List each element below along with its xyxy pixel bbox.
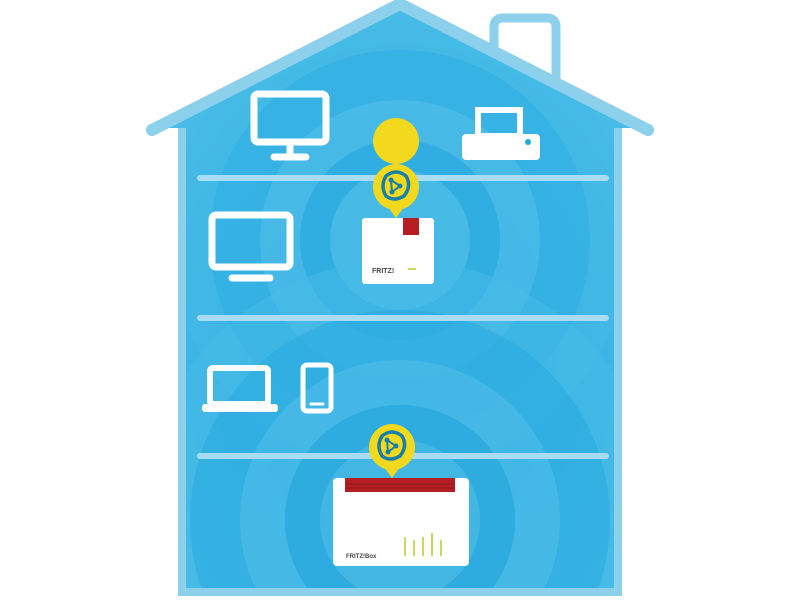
tv-icon — [208, 211, 294, 282]
laptop-icon — [202, 365, 278, 412]
repeater-brand-label: FRITZ! — [372, 268, 394, 275]
mesh-badge-icon — [369, 424, 415, 478]
smartphone-icon — [300, 362, 334, 414]
monitor-icon — [250, 90, 330, 161]
router-device: FRITZ!Box — [333, 478, 469, 566]
router-status-leds — [404, 533, 442, 556]
router-brand-label: FRITZ!Box — [346, 554, 377, 560]
printer-icon — [462, 107, 540, 160]
mesh-badge-icon — [373, 118, 420, 218]
repeater-device: FRITZ! — [362, 218, 434, 284]
